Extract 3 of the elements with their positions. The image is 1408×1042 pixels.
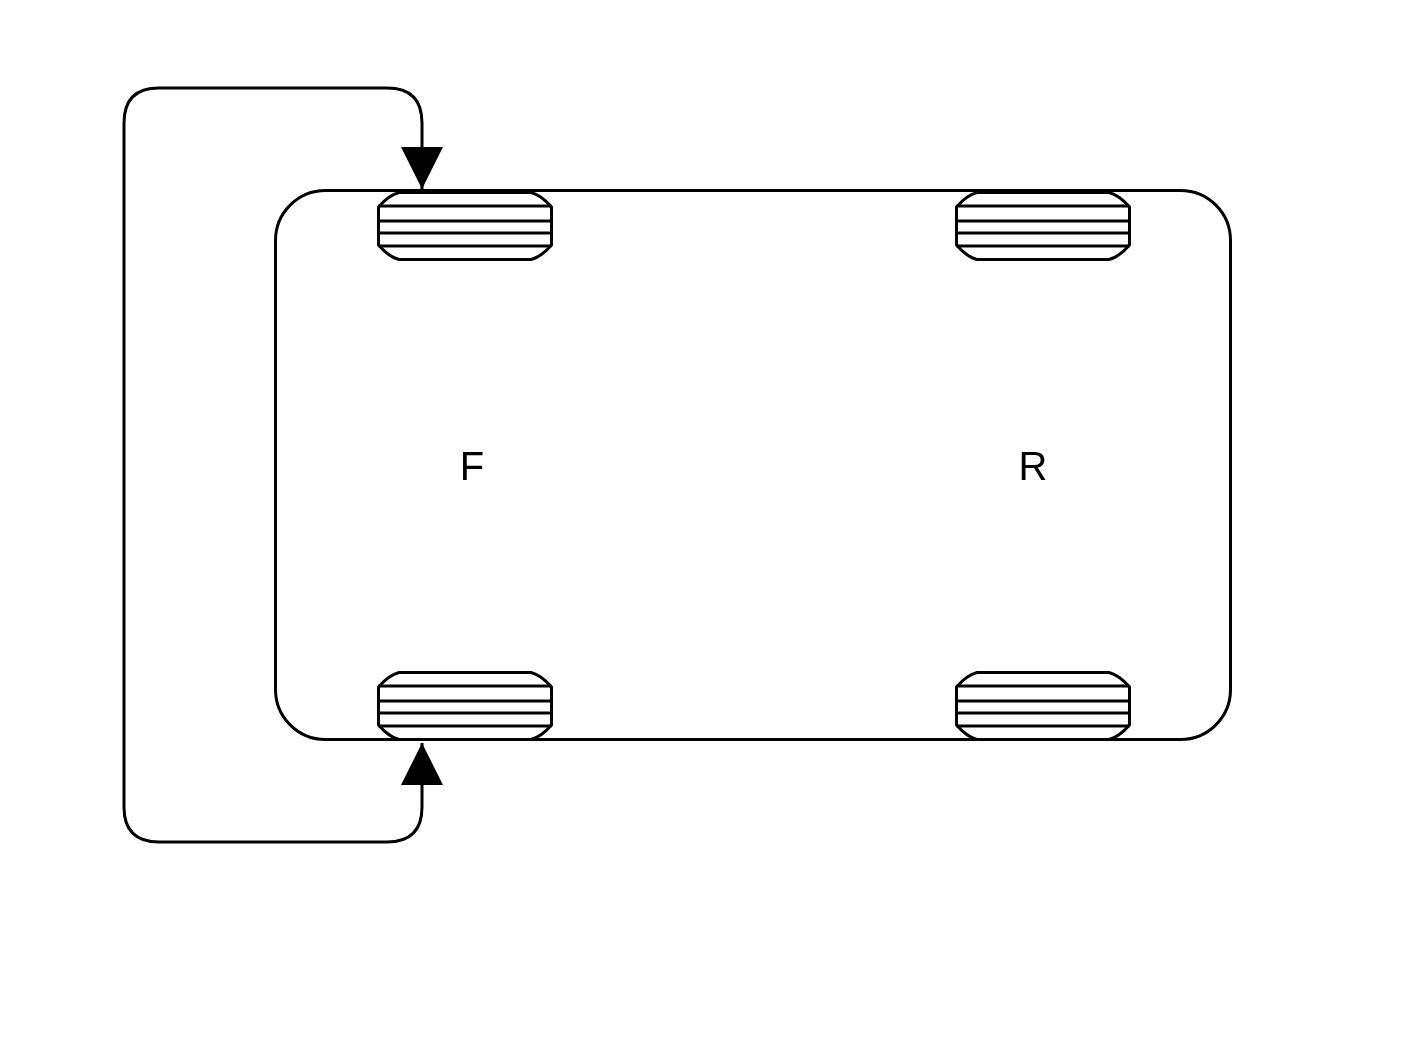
axle-label: F [459,446,485,486]
rotation-arrow [122,86,443,844]
axle-label: R [1018,446,1048,486]
